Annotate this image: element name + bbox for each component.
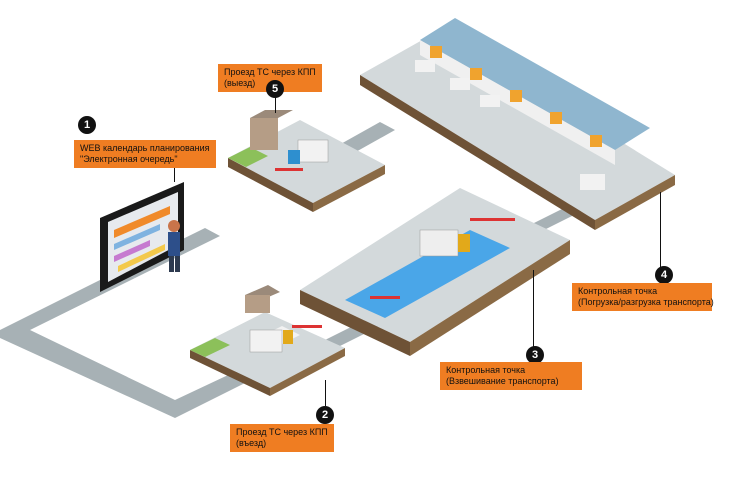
step-badge-4: 4 [655,266,673,284]
warehouse-platform [360,18,675,230]
step-1-line1: WEB календарь планирования [80,143,210,153]
weighbridge-platform [300,188,570,356]
step-5-line1: Проезд ТС через КПП [224,67,316,77]
callout-line-5 [275,95,276,113]
step-3-line1: Контрольная точка [446,365,526,375]
step-badge-1: 1 [78,116,96,134]
step-badge-3: 3 [526,346,544,364]
step-4-line2: (Погрузка/разгрузка транспорта) [578,297,714,307]
step-badge-2: 2 [316,406,334,424]
callout-line-3 [533,270,534,350]
callout-line-4 [660,192,661,269]
step-3-line2: (Взвешивание транспорта) [446,376,559,386]
step-2-line1: Проезд ТС через КПП [236,427,328,437]
step-4-line1: Контрольная точка [578,286,658,296]
entry-platform [190,285,345,396]
step-label-4: Контрольная точка (Погрузка/разгрузка тр… [572,283,714,311]
exit-platform [228,110,385,212]
step-1-line2: "Электронная очередь" [80,154,178,164]
step-5-line2: (выезд) [224,78,256,88]
road-left-loop [0,270,275,418]
step-badge-5: 5 [266,80,284,98]
tablet [100,182,184,292]
callout-line-1 [174,164,175,182]
step-label-1: WEB календарь планирования "Электронная … [74,140,216,168]
step-label-3: Контрольная точка (Взвешивание транспорт… [440,362,582,390]
callout-line-2 [325,380,326,406]
step-2-line2: (въезд) [236,438,267,448]
step-label-2: Проезд ТС через КПП (въезд) [230,424,334,452]
